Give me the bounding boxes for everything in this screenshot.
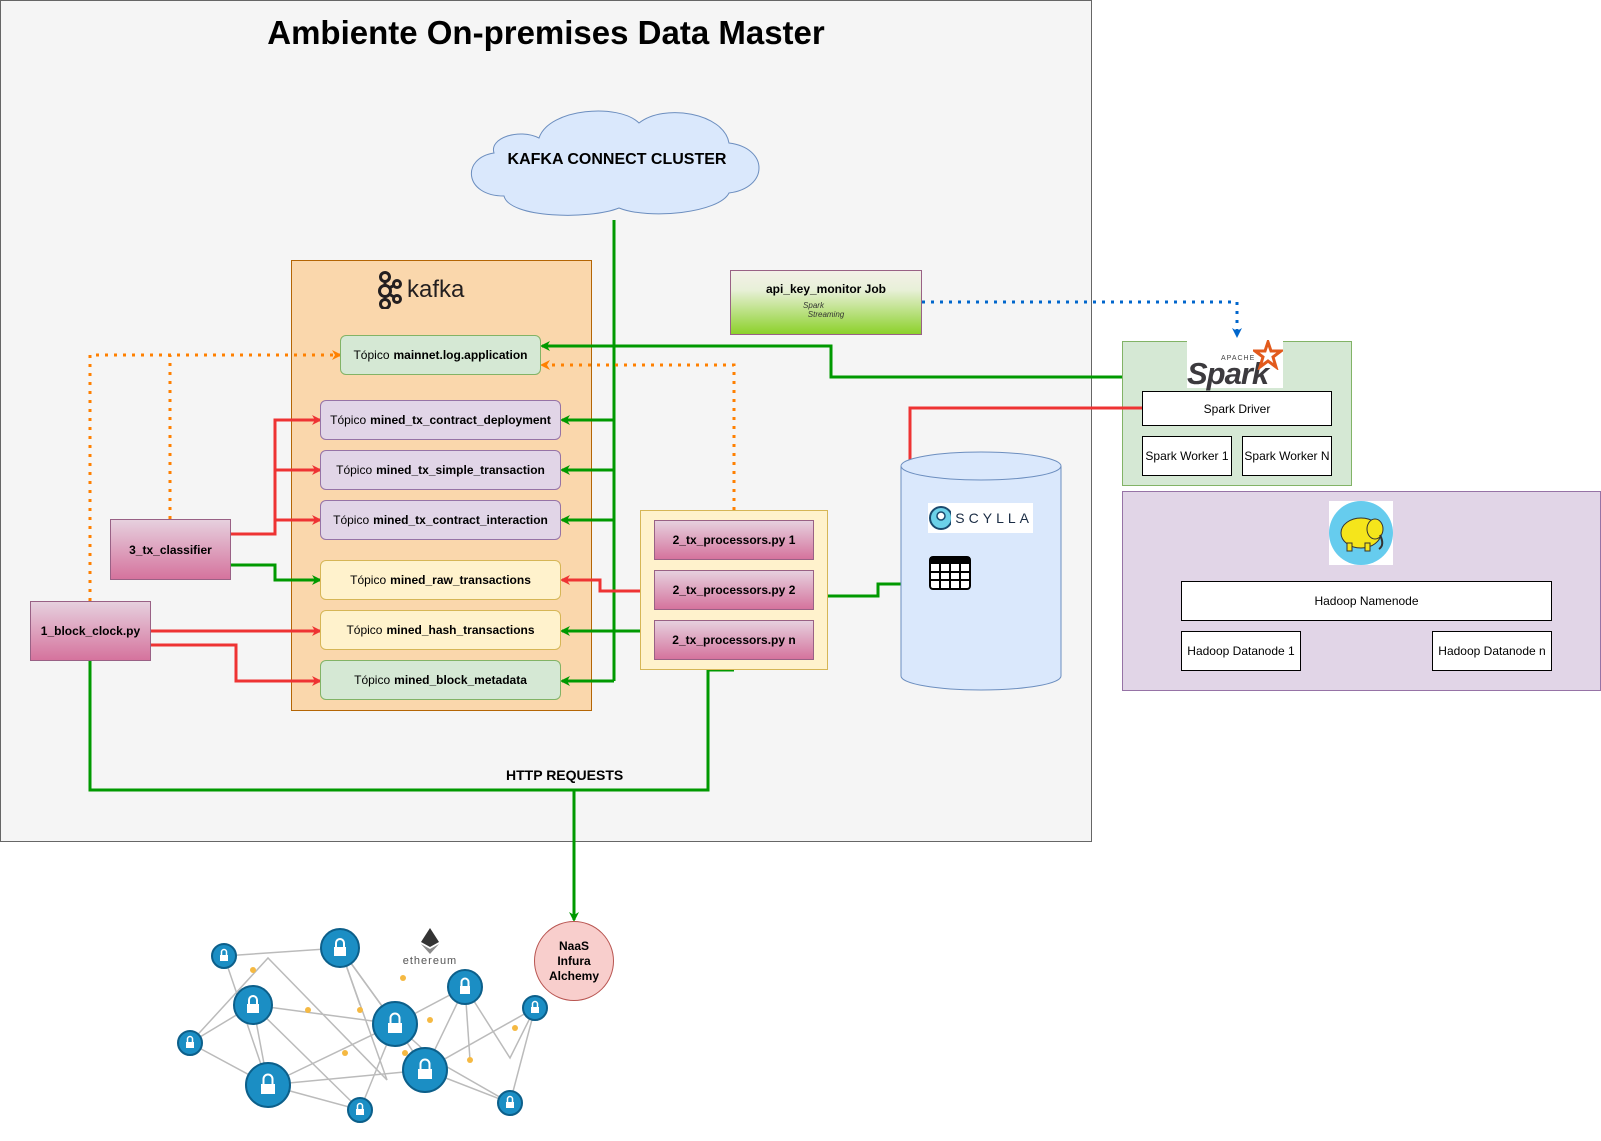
kafka-icon: [378, 271, 402, 309]
spark-driver: Spark Driver: [1142, 391, 1332, 426]
kafka-logo: kafka: [376, 270, 476, 310]
spark-log-link: [540, 341, 1122, 379]
topic-prefix: Tópico: [350, 573, 387, 587]
kafka-logo-text: kafka: [407, 276, 465, 303]
kafka-connect-links: [560, 220, 616, 686]
ethereum-network: [177, 928, 548, 1123]
tx-processor-n: 2_tx_processors.py n: [654, 620, 814, 660]
tx-classifier-process: 3_tx_classifier: [110, 519, 231, 580]
table-icon: [929, 556, 971, 590]
scylla-icon: [929, 506, 952, 530]
topic-prefix: Tópico: [346, 623, 383, 637]
tx-processor-2: 2_tx_processors.py 2: [654, 570, 814, 610]
processors-log-link: [540, 360, 736, 510]
topic-prefix: Tópico: [353, 348, 390, 362]
block-clock-process: 1_block_clock.py: [30, 601, 151, 661]
classifier-raw-link: [231, 563, 322, 585]
spark-worker-1: Spark Worker 1: [1142, 436, 1232, 476]
hadoop-datanode-1: Hadoop Datanode 1: [1181, 631, 1301, 671]
spark-worker-n: Spark Worker N: [1242, 436, 1332, 476]
naas-provider-node: NaaS Infura Alchemy: [534, 921, 614, 1001]
spark-star-icon: [1253, 340, 1283, 370]
processors-raw-link: [560, 575, 655, 593]
log-dotted-links: [88, 350, 342, 601]
topic-prefix: Tópico: [336, 463, 373, 477]
topic-name: mainnet.log.application: [393, 348, 528, 362]
scylla-logo-text: SCYLLA: [955, 510, 1033, 526]
hadoop-logo: [1329, 501, 1393, 565]
classifier-links: [231, 415, 322, 536]
hadoop-datanode-n: Hadoop Datanode n: [1432, 631, 1552, 671]
kafka-connect-cloud-label: KAFKA CONNECT CLUSTER: [507, 151, 727, 168]
hadoop-namenode: Hadoop Namenode: [1181, 581, 1552, 621]
topic-name: mined_tx_contract_deployment: [370, 413, 551, 427]
topic-prefix: Tópico: [354, 673, 391, 687]
topic-name: mined_tx_contract_interaction: [373, 513, 548, 527]
naas-line-3: Alchemy: [548, 968, 600, 983]
scylla-logo: SCYLLA: [928, 503, 1033, 533]
naas-line-1: NaaS: [558, 938, 590, 953]
ethereum-diamond-icon: [421, 928, 439, 954]
hadoop-elephant-icon: [1329, 501, 1393, 565]
ethereum-logo-text: ethereum: [402, 955, 458, 967]
job-spark-link: [922, 300, 1242, 338]
spark-logo-apache: APACHE: [1221, 355, 1256, 362]
topic-name: mined_block_metadata: [394, 673, 527, 687]
http-request-links: [88, 661, 734, 922]
spark-streaming-logo-top: Spark: [803, 301, 824, 310]
topic-prefix: Tópico: [333, 513, 370, 527]
topic-prefix: Tópico: [330, 413, 367, 427]
diagram-title: Ambiente On-premises Data Master: [267, 14, 825, 51]
spark-logo: APACHE Spark: [1187, 340, 1283, 391]
http-requests-label: HTTP REQUESTS: [506, 767, 624, 783]
block-clock-metadata-link: [150, 643, 322, 686]
tx-processor-1: 2_tx_processors.py 1: [654, 520, 814, 560]
job-label: api_key_monitor Job: [765, 282, 887, 296]
topic-name: mined_hash_transactions: [386, 623, 535, 637]
spark-streaming-logo-bottom: Streaming: [807, 310, 845, 319]
scylla-cylinder: [900, 451, 1062, 691]
topic-name: mined_tx_simple_transaction: [376, 463, 545, 477]
kafka-connect-cloud: [470, 110, 760, 216]
api-key-monitor-job: api_key_monitor Job Spark Streaming: [730, 270, 922, 335]
spark-logo-text: Spark: [1187, 356, 1269, 391]
topic-name: mined_raw_transactions: [390, 573, 531, 587]
naas-line-2: Infura: [557, 953, 591, 968]
ethereum-logo: ethereum: [398, 928, 462, 972]
